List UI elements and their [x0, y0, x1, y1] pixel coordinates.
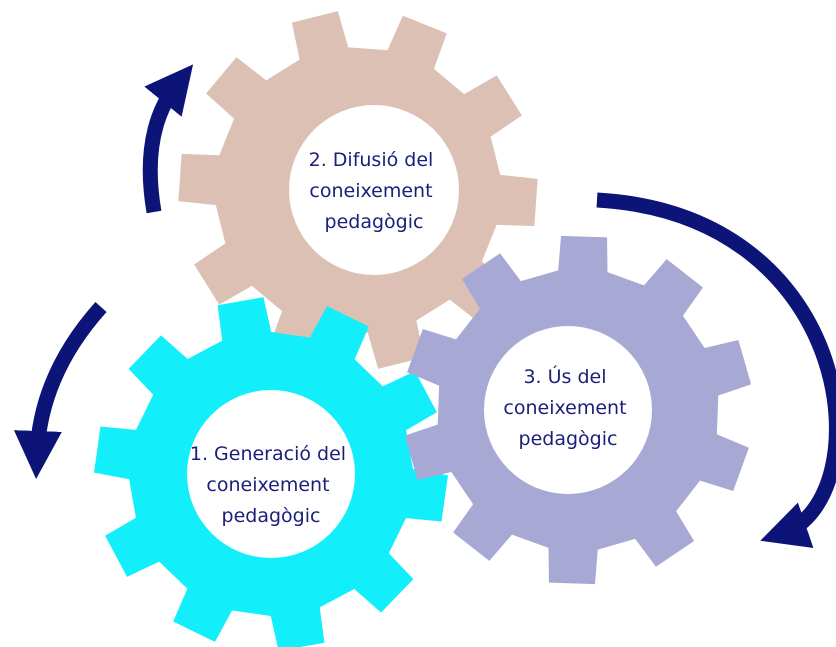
- cycle-arrow-left: [13, 301, 107, 479]
- gear-use: 3. Ús del coneixement pedagògic: [404, 235, 752, 585]
- gear-diffusion-label: 2. Difusió del coneixement pedagògic: [309, 149, 440, 233]
- gear-use-label-line-2: coneixement: [503, 397, 626, 419]
- cycle-arrow-top-left: [142, 64, 194, 214]
- gear-diffusion-label-line-2: coneixement: [309, 180, 432, 202]
- gear-diffusion: 2. Difusió del coneixement pedagògic: [178, 11, 538, 369]
- gear-generation-label: 1. Generació del coneixement pedagògic: [190, 443, 352, 527]
- cycle-arrow-right: [596, 192, 836, 548]
- gear-generation-label-line-1: 1. Generació del: [190, 443, 346, 465]
- gear-generation: 1. Generació del coneixement pedagògic: [94, 297, 448, 647]
- gear-use-hub: [484, 326, 652, 494]
- gear-generation-label-line-2: coneixement: [206, 474, 329, 496]
- gear-diffusion-hub: [289, 105, 459, 275]
- gear-use-label-line-1: 3. Ús del: [523, 364, 606, 388]
- gear-diffusion-label-line-1: 2. Difusió del: [309, 149, 434, 171]
- gear-use-label: 3. Ús del coneixement pedagògic: [503, 364, 632, 450]
- gear-generation-hub: [187, 390, 355, 558]
- gear-generation-label-line-3: pedagògic: [222, 505, 321, 527]
- gear-diffusion-label-line-3: pedagògic: [325, 211, 424, 233]
- gear-use-label-line-3: pedagògic: [519, 428, 618, 450]
